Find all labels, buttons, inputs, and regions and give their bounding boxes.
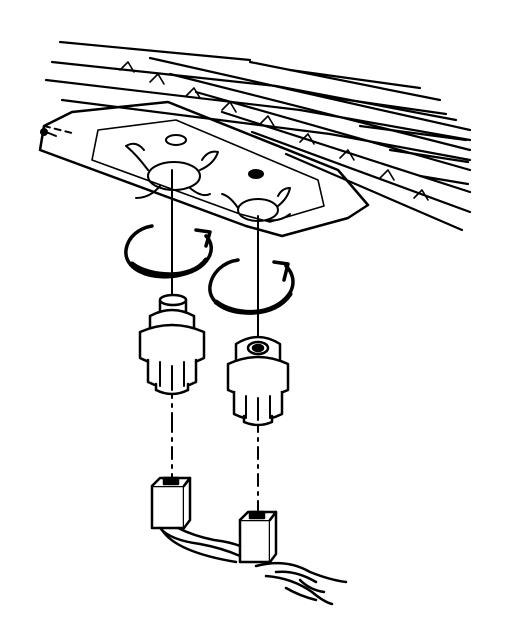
connector-right bbox=[226, 335, 290, 427]
plate-socket-right bbox=[221, 169, 291, 222]
mounting-plate bbox=[38, 40, 472, 238]
connector-left bbox=[138, 293, 206, 396]
center-lines bbox=[171, 169, 259, 511]
plate-ribs bbox=[44, 40, 472, 232]
rotation-arrow-right bbox=[208, 258, 295, 315]
rotation-arrow-left bbox=[124, 224, 213, 279]
plate-socket-left bbox=[125, 134, 219, 199]
wire-harness bbox=[150, 476, 348, 606]
